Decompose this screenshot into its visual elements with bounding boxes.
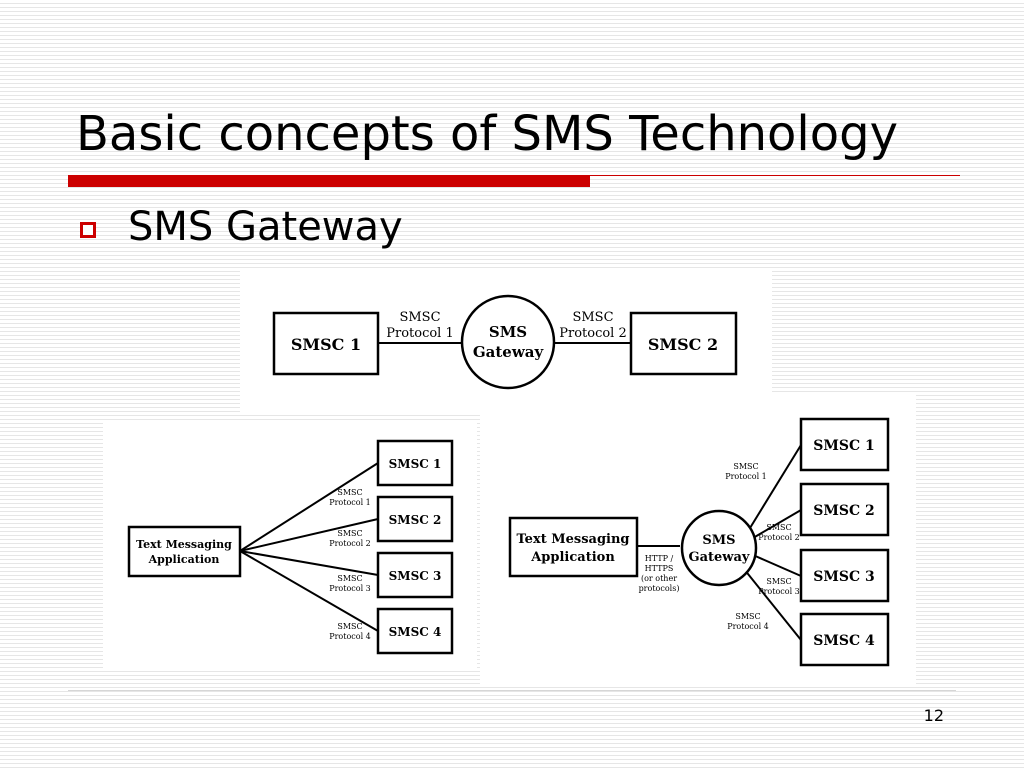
protocol-2-label-b: Protocol 2 xyxy=(329,539,371,548)
slide-title: Basic concepts of SMS Technology xyxy=(76,106,898,162)
gateway-label-2: Gateway xyxy=(689,550,750,565)
fan-line-2 xyxy=(239,518,379,552)
box-smsc-1 xyxy=(376,439,454,487)
box-smsc-1-label: SMSC 1 xyxy=(291,335,361,354)
diagram-left-panel: Text Messaging Application SMSC 1 SMSC 2… xyxy=(103,421,477,671)
box-smsc-2 xyxy=(629,311,738,376)
box-smsc-4-label: SMSC 4 xyxy=(813,633,875,649)
box-smsc-3-label: SMSC 3 xyxy=(813,569,874,585)
box-smsc-1-label: SMSC 1 xyxy=(389,457,442,471)
fan-line-4 xyxy=(239,550,379,632)
box-smsc-2 xyxy=(376,495,454,543)
diagram-top-panel: SMSC 1 SMSC 2 SMS Gateway SMSC Protocol … xyxy=(240,268,772,414)
app-label-1: Text Messaging xyxy=(516,532,629,547)
gateway-label-1: SMS xyxy=(702,533,735,548)
protocol-label-left-1: SMSC xyxy=(399,310,440,325)
protocol-3-label-a: SMSC xyxy=(766,577,791,586)
box-smsc-3 xyxy=(376,551,454,599)
fan-line-1 xyxy=(749,444,802,529)
protocol-label-right-1: SMSC xyxy=(572,310,613,325)
http-label-4: protocols) xyxy=(639,584,680,593)
box-smsc-2-label: SMSC 2 xyxy=(389,513,442,527)
protocol-2-label-a: SMSC xyxy=(766,523,791,532)
gateway-circle xyxy=(460,294,556,390)
app-label-2: Application xyxy=(148,553,220,566)
diagram-right-panel: Text Messaging Application SMS Gateway H… xyxy=(480,393,916,687)
box-smsc-4 xyxy=(376,607,454,655)
title-underline-accent xyxy=(68,175,590,187)
diagram-top-svg: SMSC 1 SMSC 2 SMS Gateway SMSC Protocol … xyxy=(272,294,738,390)
protocol-1-label-b: Protocol 1 xyxy=(725,472,767,481)
gateway-circle xyxy=(680,509,758,587)
gateway-label-2: Gateway xyxy=(473,343,545,361)
fan-line-2 xyxy=(752,509,802,539)
protocol-2-label-a: SMSC xyxy=(337,529,362,538)
gateway-label-1: SMS xyxy=(489,323,527,341)
bullet-sms-gateway: SMS Gateway xyxy=(128,204,403,250)
box-smsc-1 xyxy=(799,417,890,472)
protocol-4-label-a: SMSC xyxy=(735,612,760,621)
box-smsc-4 xyxy=(799,612,890,667)
box-smsc-2-label: SMSC 2 xyxy=(648,335,718,354)
fan-line-1 xyxy=(239,462,379,552)
square-bullet-icon xyxy=(80,222,96,238)
footer-rule xyxy=(68,690,956,691)
protocol-4-label-b: Protocol 4 xyxy=(727,622,769,631)
http-label-1: HTTP / xyxy=(645,554,674,563)
box-smsc-2-label: SMSC 2 xyxy=(813,503,874,519)
box-smsc-3 xyxy=(799,548,890,603)
protocol-2-label-b: Protocol 2 xyxy=(758,533,800,542)
page-number: 12 xyxy=(923,706,944,725)
protocol-4-label-b: Protocol 4 xyxy=(329,632,371,641)
diagram-left-svg: Text Messaging Application SMSC 1 SMSC 2… xyxy=(127,439,454,655)
title-underline-rule xyxy=(590,175,960,176)
box-smsc-3-label: SMSC 3 xyxy=(389,569,442,583)
protocol-3-label-b: Protocol 3 xyxy=(758,587,800,596)
fan-line-3 xyxy=(752,554,802,577)
box-smsc-2 xyxy=(799,482,890,537)
protocol-1-label-a: SMSC xyxy=(337,488,362,497)
diagram-right-svg: Text Messaging Application SMS Gateway H… xyxy=(508,417,890,667)
http-label-2: HTTPS xyxy=(645,564,674,573)
protocol-4-label-a: SMSC xyxy=(337,622,362,631)
protocol-label-left-2: Protocol 1 xyxy=(386,326,454,341)
protocol-label-right-2: Protocol 2 xyxy=(559,326,627,341)
box-text-messaging-app xyxy=(508,516,639,578)
box-smsc-1-label: SMSC 1 xyxy=(813,438,874,454)
protocol-3-label-a: SMSC xyxy=(337,574,362,583)
box-smsc-4-label: SMSC 4 xyxy=(389,625,442,639)
app-label-2: Application xyxy=(530,550,615,565)
box-text-messaging-app xyxy=(127,525,242,578)
protocol-3-label-b: Protocol 3 xyxy=(329,584,371,593)
fan-line-3 xyxy=(239,550,379,576)
fan-line-4 xyxy=(743,568,802,641)
protocol-1-label-b: Protocol 1 xyxy=(329,498,371,507)
box-smsc-1 xyxy=(272,311,380,376)
protocol-1-label-a: SMSC xyxy=(733,462,758,471)
http-label-3: (or other xyxy=(641,574,677,583)
app-label-1: Text Messaging xyxy=(136,538,232,551)
